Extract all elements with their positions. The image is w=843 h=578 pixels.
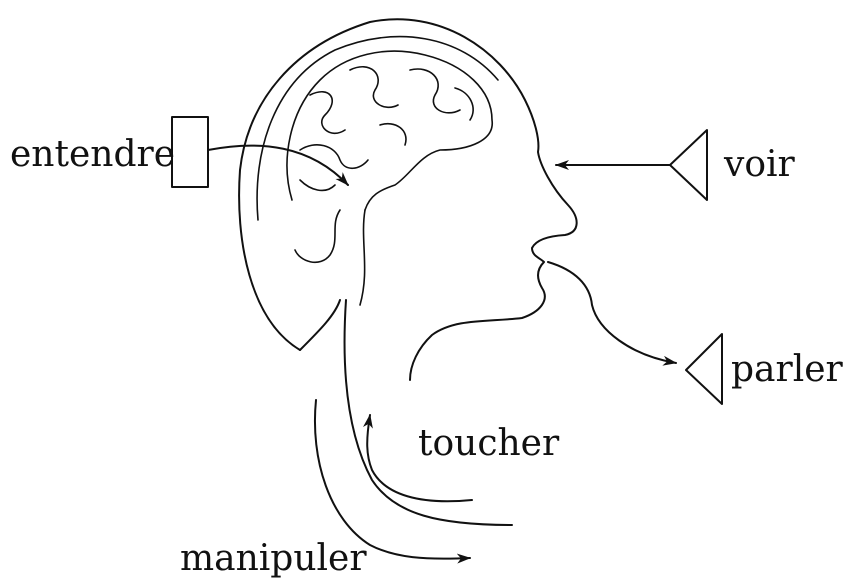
brain-fold-1 bbox=[310, 92, 345, 134]
brain-stem bbox=[360, 210, 365, 305]
see-cone-icon bbox=[670, 130, 707, 200]
speak-cone-icon bbox=[686, 334, 722, 404]
head-outline bbox=[239, 19, 577, 380]
brain-fold-7 bbox=[300, 180, 335, 190]
label-manipuler: manipuler bbox=[180, 538, 367, 578]
label-toucher: toucher bbox=[418, 423, 560, 464]
label-parler: parler bbox=[731, 349, 843, 390]
neck-back-line bbox=[300, 300, 340, 350]
brain-fold-4 bbox=[455, 88, 473, 120]
brain-outline bbox=[287, 51, 492, 210]
brainstem-branch bbox=[295, 210, 340, 262]
brain-fold-3 bbox=[410, 69, 460, 113]
label-entendre: entendre bbox=[10, 134, 175, 175]
hear-box bbox=[172, 117, 208, 187]
brain-fold-2 bbox=[350, 67, 398, 108]
speak-arrow bbox=[548, 262, 676, 363]
label-voir: voir bbox=[723, 144, 796, 185]
spine-line bbox=[345, 300, 512, 525]
brain-fold-5 bbox=[300, 145, 368, 168]
hear-arrow bbox=[208, 146, 348, 185]
brain-fold-6 bbox=[380, 124, 406, 145]
